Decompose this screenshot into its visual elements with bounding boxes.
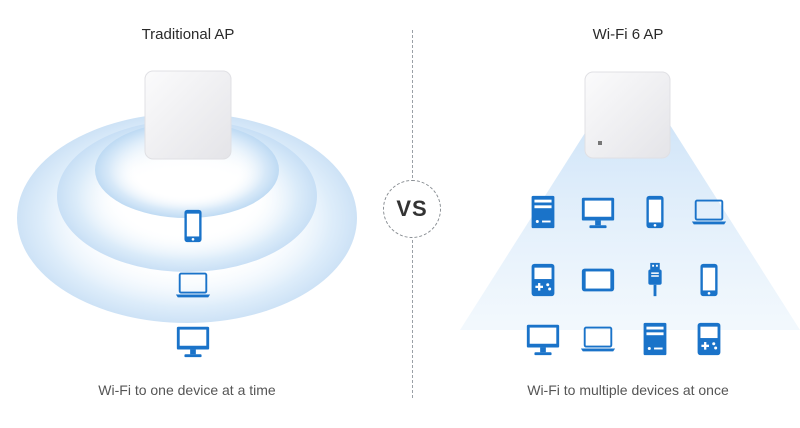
vs-badge: VS — [383, 180, 441, 238]
laptop-icon — [579, 326, 617, 353]
gameboy-icon — [531, 263, 555, 297]
tablet-icon — [581, 268, 615, 292]
gameboy-icon — [697, 322, 721, 356]
phone-icon — [184, 209, 202, 243]
status-led-icon — [598, 141, 602, 145]
wifi6-ap-title: Wi-Fi 6 AP — [592, 26, 664, 43]
traditional-ap-caption: Wi-Fi to one device at a time — [98, 382, 276, 398]
wifi6-ap-caption: Wi-Fi to multiple devices at once — [527, 382, 729, 398]
server-icon — [643, 322, 667, 356]
phone-icon — [700, 263, 718, 297]
server-icon — [531, 195, 555, 229]
monitor-icon — [526, 324, 560, 356]
traditional-ap-device — [144, 70, 232, 160]
phone-icon — [646, 195, 664, 229]
traditional-ap-title: Traditional AP — [141, 26, 235, 43]
wifi6-ap-device — [584, 71, 671, 159]
monitor-icon — [176, 326, 210, 358]
